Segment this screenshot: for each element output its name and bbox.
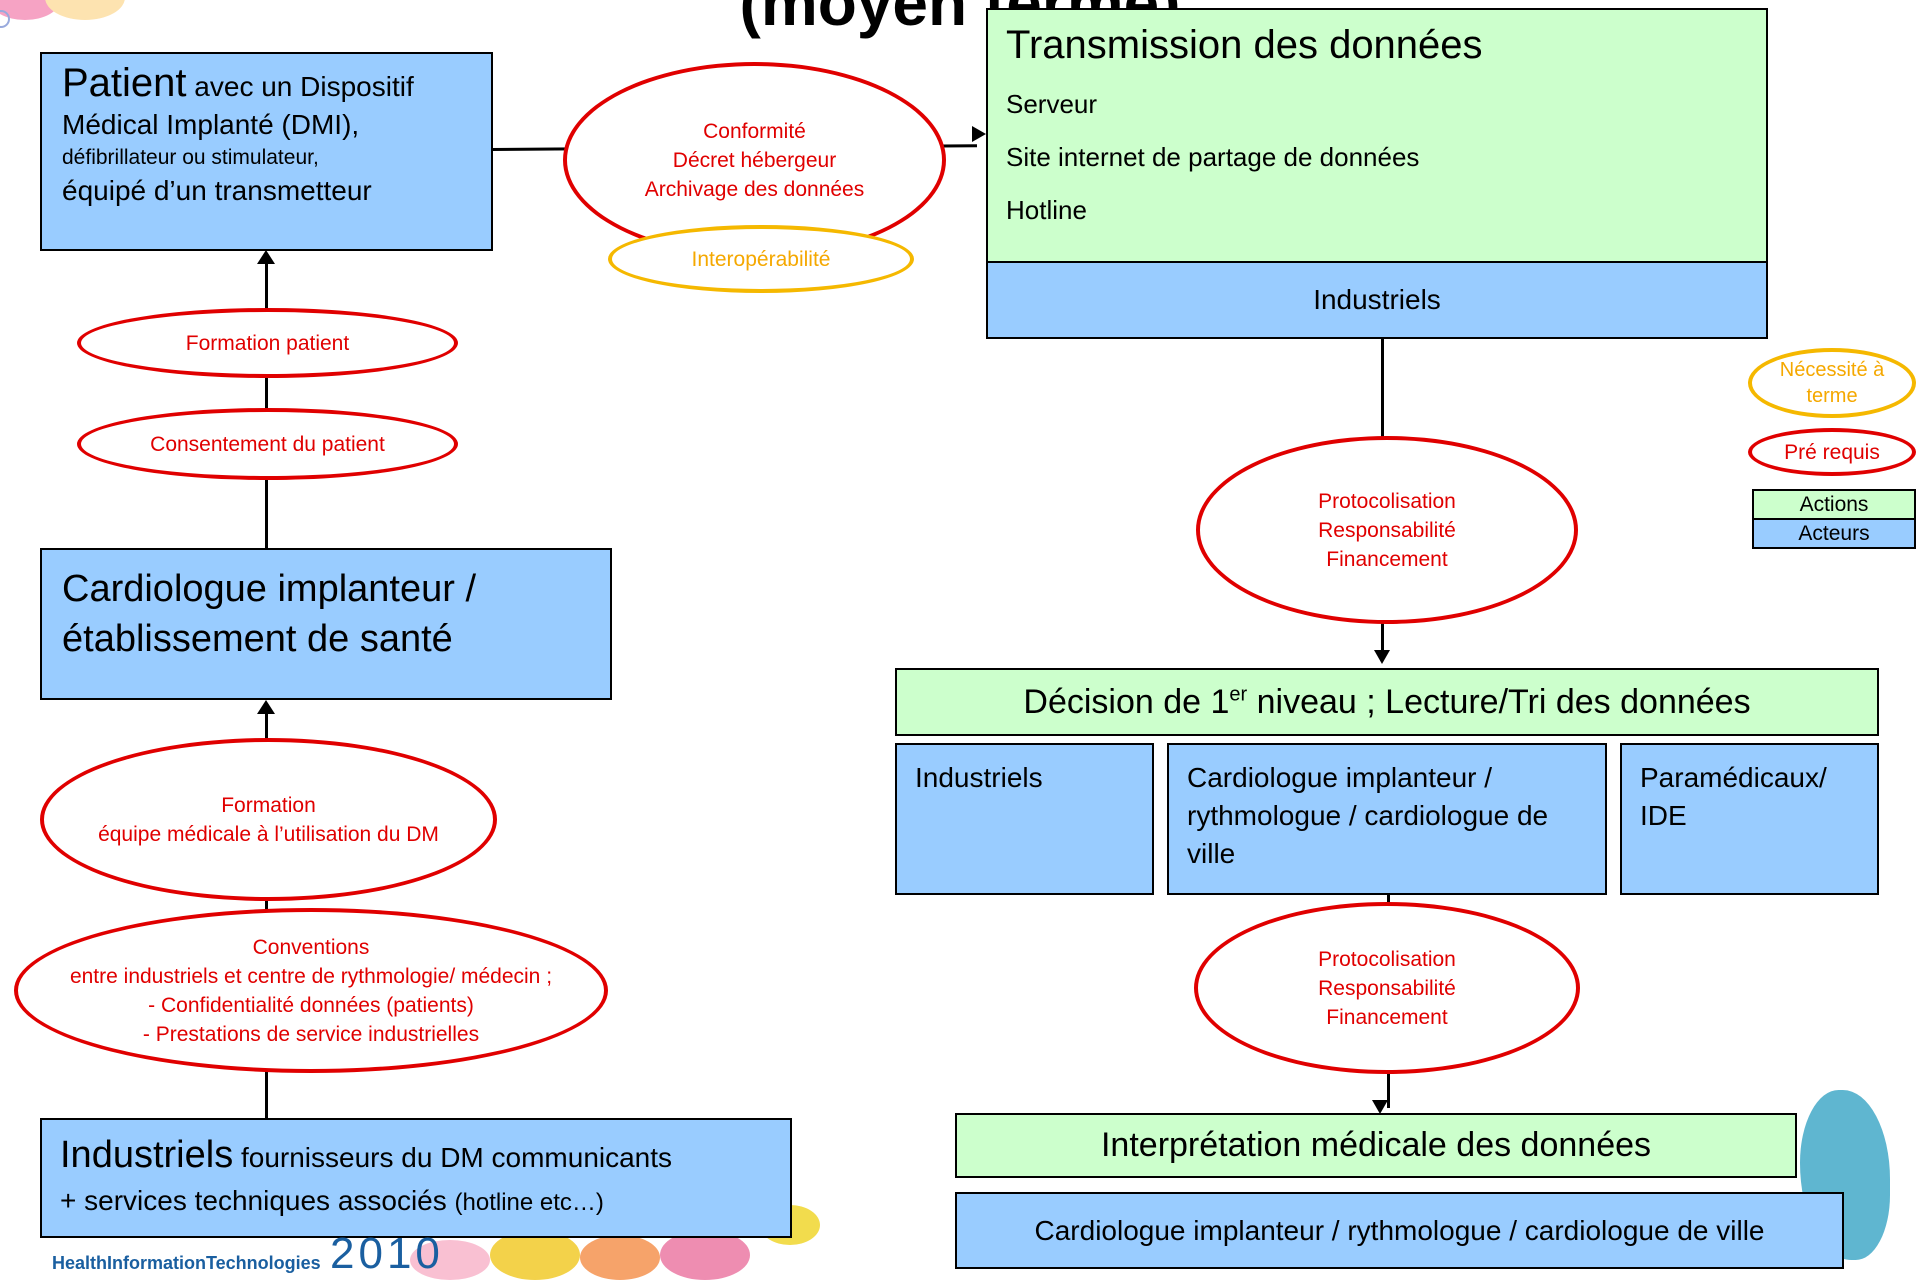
- decision-actor-industriels-label: Industriels: [915, 762, 1043, 793]
- industriels-title: Industriels: [60, 1134, 234, 1176]
- cardiologue-line1: Cardiologue implanteur /: [62, 568, 477, 610]
- protocol2-line3: Financement: [1326, 1005, 1448, 1029]
- transmission-item-serveur: Serveur: [1006, 89, 1098, 119]
- industriels-box: Industriels fournisseurs du DM communica…: [40, 1118, 792, 1238]
- legend-actions-label: Actions: [1799, 492, 1869, 516]
- protocol1-line3: Financement: [1326, 547, 1448, 571]
- interop-label: Interopérabilité: [691, 247, 831, 271]
- decision-actor-cardio-label: Cardiologue implanteur / rythmologue / c…: [1187, 762, 1549, 869]
- ellipse-conventions: Conventions entre industriels et centre …: [14, 908, 608, 1073]
- footer-logo-year: 2010: [330, 1229, 444, 1278]
- ellipse-formation-patient: Formation patient: [77, 308, 458, 378]
- conventions-line3: - Confidentialité données (patients): [148, 993, 474, 1017]
- industriels-line2: + services techniques associés: [60, 1185, 455, 1216]
- transmission-actor: Industriels: [1313, 284, 1441, 315]
- cardiologue-box: Cardiologue implanteur / établissement d…: [40, 548, 612, 700]
- legend-necessite-label: Nécessité à terme: [1779, 359, 1885, 407]
- patient-box: Patient avec un Dispositif Médical Impla…: [40, 52, 493, 251]
- industriels-line1: fournisseurs du DM communicants: [233, 1142, 673, 1173]
- legend-acteurs: Acteurs: [1752, 518, 1916, 549]
- transmission-actor-box: Industriels: [986, 261, 1768, 339]
- decision-box: Décision de 1er niveau ; Lecture/Tri des…: [895, 668, 1879, 736]
- decision-sup: er: [1229, 683, 1248, 706]
- protocol1-line1: Protocolisation: [1318, 489, 1456, 513]
- formation-equipe-line1: Formation: [221, 793, 316, 817]
- decision-actor-paramedicaux-label: Paramédicaux/ IDE: [1640, 762, 1827, 831]
- ellipse-formation-equipe: Formation équipe médicale à l’utilisatio…: [40, 738, 497, 901]
- transmission-item-site: Site internet de partage de données: [1006, 142, 1420, 172]
- industriels-line2-small: (hotline etc…): [454, 1189, 604, 1216]
- patient-line4: équipé d’un transmetteur: [62, 175, 372, 206]
- conventions-line1: Conventions: [252, 935, 370, 959]
- arrow-head-up: [257, 700, 275, 714]
- compliance-line1: Conformité: [703, 119, 806, 143]
- cardiologue-line2: établissement de santé: [62, 618, 453, 660]
- transmission-item-hotline: Hotline: [1006, 195, 1087, 225]
- decision-actor-paramedicaux: Paramédicaux/ IDE: [1620, 743, 1879, 895]
- decorative-bubble: [0, 0, 60, 20]
- compliance-line3: Archivage des données: [644, 177, 865, 201]
- patient-title: Patient: [62, 61, 187, 105]
- formation-patient-label: Formation patient: [185, 331, 350, 355]
- protocol2-line1: Protocolisation: [1318, 947, 1456, 971]
- protocol1-line2: Responsabilité: [1318, 518, 1456, 542]
- consentement-label: Consentement du patient: [150, 432, 385, 456]
- interpretation-box: Interprétation médicale des données: [955, 1113, 1797, 1178]
- conventions-line4: - Prestations de service industrielles: [142, 1022, 480, 1046]
- footer-logo-text: HealthInformationTechnologies: [52, 1253, 321, 1273]
- conventions-line2: entre industriels et centre de rythmolog…: [69, 964, 553, 988]
- decorative-bubble: [0, 10, 10, 28]
- decision-pre: Décision de 1: [1023, 682, 1230, 721]
- legend-prerequis: Pré requis: [1748, 428, 1916, 476]
- transmission-box: Transmission des données Serveur Site in…: [986, 8, 1768, 263]
- arrow-head-up: [257, 250, 275, 264]
- decision-post: niveau ; Lecture/Tri des données: [1247, 682, 1751, 721]
- decision-actor-cardio: Cardiologue implanteur / rythmologue / c…: [1167, 743, 1607, 895]
- patient-line3: défibrillateur ou stimulateur,: [62, 146, 319, 169]
- arrow-head-down: [1374, 650, 1390, 664]
- decorative-bubble: [45, 0, 125, 20]
- formation-equipe-line2: équipe médicale à l’utilisation du DM: [98, 822, 439, 846]
- arrow-head-right: [972, 126, 986, 142]
- decision-actor-industriels: Industriels: [895, 743, 1154, 895]
- interpretation-title: Interprétation médicale des données: [1100, 1126, 1652, 1164]
- legend-prerequis-label: Pré requis: [1784, 440, 1880, 464]
- interpretation-actor: Cardiologue implanteur / rythmologue / c…: [1034, 1214, 1765, 1246]
- legend-necessite: Nécessité à terme: [1748, 348, 1916, 418]
- ellipse-protocolisation-1: Protocolisation Responsabilité Financeme…: [1196, 436, 1578, 624]
- arrow-head-down: [1372, 1100, 1388, 1114]
- ellipse-consentement: Consentement du patient: [77, 408, 458, 480]
- transmission-title: Transmission des données: [1006, 23, 1483, 67]
- patient-line2: Médical Implanté (DMI),: [62, 109, 360, 140]
- decorative-bubble: [580, 1235, 660, 1280]
- patient-line1: avec un Dispositif: [186, 71, 414, 102]
- ellipse-protocolisation-2: Protocolisation Responsabilité Financeme…: [1194, 902, 1580, 1074]
- legend-actions: Actions: [1752, 489, 1916, 520]
- connector-patient-cardio: [265, 262, 268, 548]
- ellipse-interoperabilite: Interopérabilité: [608, 225, 914, 293]
- compliance-line2: Décret hébergeur: [672, 148, 837, 172]
- protocol2-line2: Responsabilité: [1318, 976, 1456, 1000]
- interpretation-actor-box: Cardiologue implanteur / rythmologue / c…: [955, 1192, 1844, 1269]
- legend-acteurs-label: Acteurs: [1798, 521, 1870, 545]
